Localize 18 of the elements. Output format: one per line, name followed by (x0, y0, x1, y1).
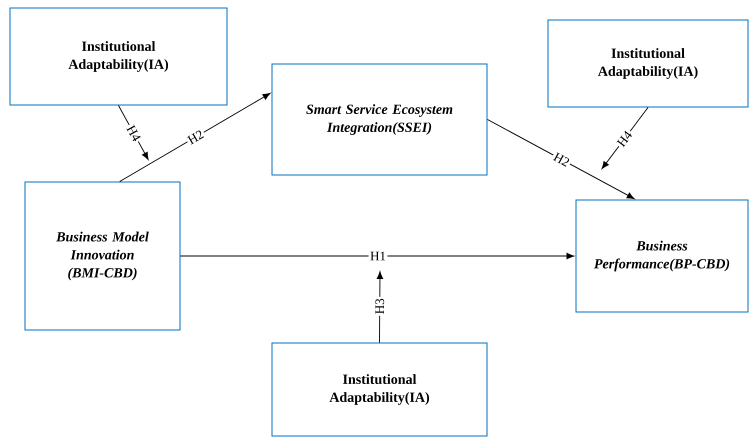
edge-label: H3 (374, 296, 386, 316)
arrow (119, 93, 270, 182)
arrow (376, 271, 384, 343)
concept-box: Institutional Adaptability(IA) (10, 8, 228, 106)
concept-box: Institutional Adaptability(IA) (548, 20, 748, 108)
edge-label: H2 (184, 127, 207, 147)
concept-box: Business Model Innovation (BMI-CBD) (24, 182, 180, 330)
concept-box: Business Performance(BP-CBD) (576, 200, 748, 312)
edge-label: H2 (550, 150, 573, 170)
concept-box: Institutional Adaptability(IA) (272, 342, 488, 436)
edge-label: H4 (124, 122, 144, 144)
edge-label: H4 (614, 128, 635, 150)
concept-box: Smart Service Ecosystem Integration(SSEI) (272, 64, 488, 176)
arrow (602, 107, 648, 170)
edge-label: H1 (368, 250, 388, 262)
arrow (118, 105, 149, 160)
arrow (180, 252, 574, 260)
arrow (487, 119, 635, 200)
